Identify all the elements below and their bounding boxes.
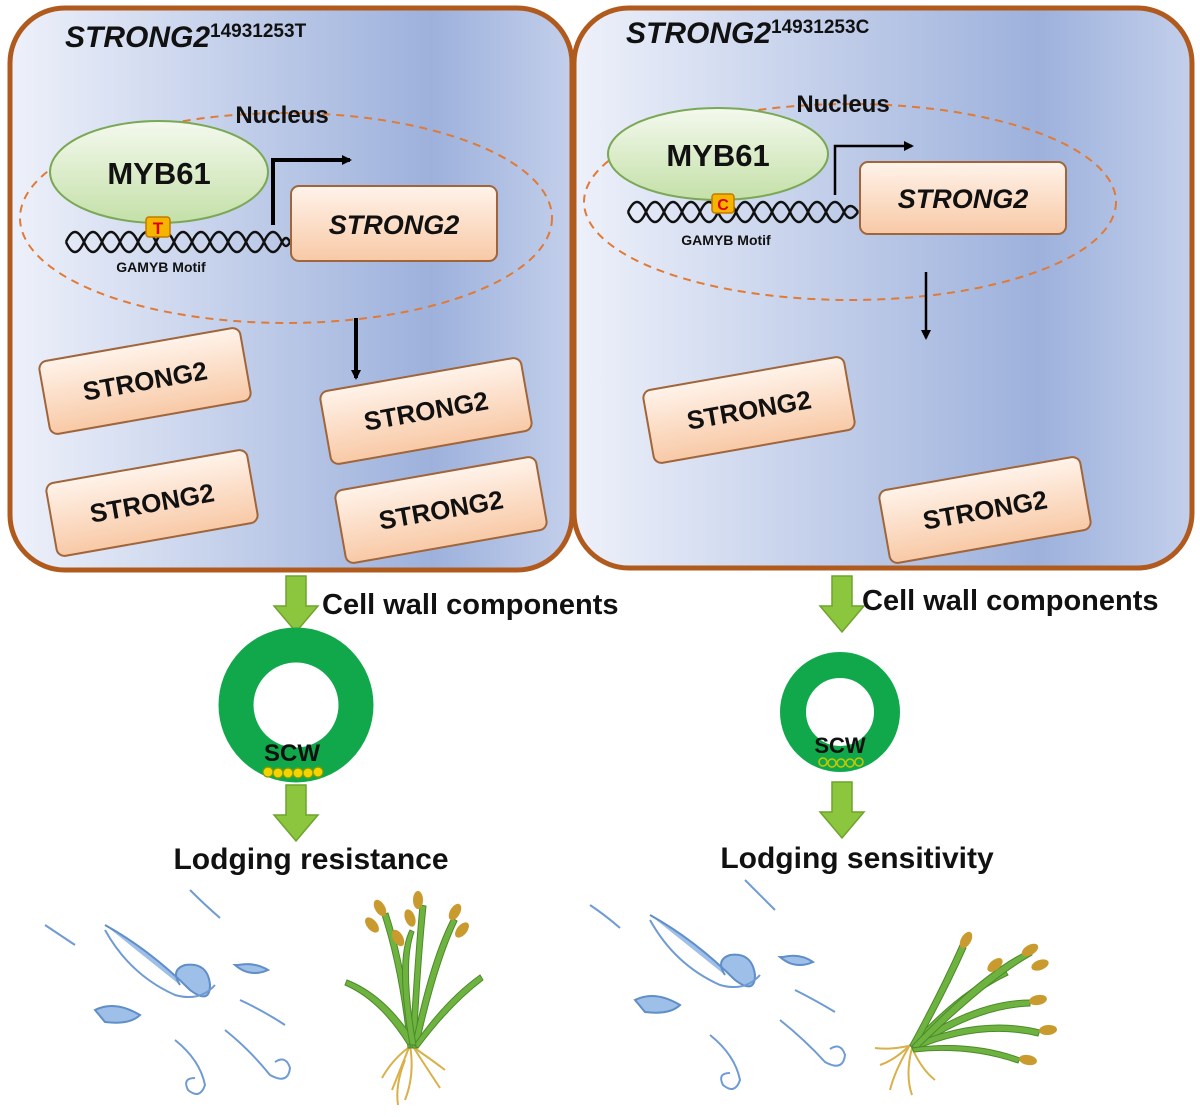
scw-label: SCW <box>814 733 866 758</box>
pathway-right: Cell wall components SCW Lodging sensiti… <box>720 575 1159 875</box>
snp-label: T <box>153 219 164 238</box>
snp-marker <box>145 216 171 238</box>
motif-label: GAMYB Motif <box>681 232 771 248</box>
dna-helix <box>64 230 292 254</box>
myb61-label: MYB61 <box>107 156 210 191</box>
wind-icon <box>589 879 847 1090</box>
protein-strong2: STRONG2 <box>334 456 548 564</box>
wind-icon <box>44 889 292 1095</box>
motif-label: GAMYB Motif <box>116 259 206 275</box>
cell-left: STRONG214931253T Nucleus MYB61 T GAMYB M… <box>7 5 575 573</box>
green-arrow <box>818 575 866 634</box>
allele-title: STRONG214931253T <box>65 21 307 54</box>
dna-helix <box>626 200 860 224</box>
green-arrow <box>272 784 320 843</box>
outcome-label: Lodging resistance <box>173 843 448 876</box>
flow-label: Cell wall components <box>322 589 619 621</box>
snp-label: C <box>717 197 729 214</box>
transcription-arrow <box>271 155 352 225</box>
scw-label: SCW <box>264 740 320 767</box>
rice-plant-lodged-icon <box>874 931 1057 1096</box>
pathway-left: Cell wall components SCW Lodging resista… <box>173 575 619 876</box>
strong2-gene-label: STRONG2 <box>329 210 460 240</box>
protein-strong2: STRONG2 <box>45 449 259 557</box>
outcome-label: Lodging sensitivity <box>720 842 994 875</box>
nucleus <box>583 103 1117 301</box>
strong2-gene-label: STRONG2 <box>898 184 1029 214</box>
strong2-gene-box <box>859 161 1067 235</box>
nucleus-label: Nucleus <box>796 91 889 118</box>
rice-plant-upright-icon <box>344 891 484 1106</box>
cell-wall-ring <box>218 627 374 783</box>
cell-right: STRONG214931253C Nucleus MYB61 C GAMYB M… <box>571 5 1195 571</box>
snp-marker <box>711 193 735 214</box>
protein-strong2: STRONG2 <box>38 327 252 435</box>
myb61-label: MYB61 <box>666 138 769 173</box>
green-arrow <box>272 575 320 634</box>
protein-strong2: STRONG2 <box>642 356 856 464</box>
nucleus-label: Nucleus <box>235 102 328 129</box>
green-arrow <box>818 781 866 840</box>
nucleus <box>19 112 553 324</box>
allele-title: STRONG214931253C <box>626 17 870 50</box>
scw-thickening <box>262 766 324 779</box>
flow-label: Cell wall components <box>862 585 1159 617</box>
transcription-arrow <box>833 141 914 195</box>
strong2-gene-box <box>290 185 498 262</box>
scw-thickening <box>818 757 864 768</box>
protein-strong2: STRONG2 <box>878 456 1092 564</box>
protein-strong2: STRONG2 <box>319 357 533 465</box>
